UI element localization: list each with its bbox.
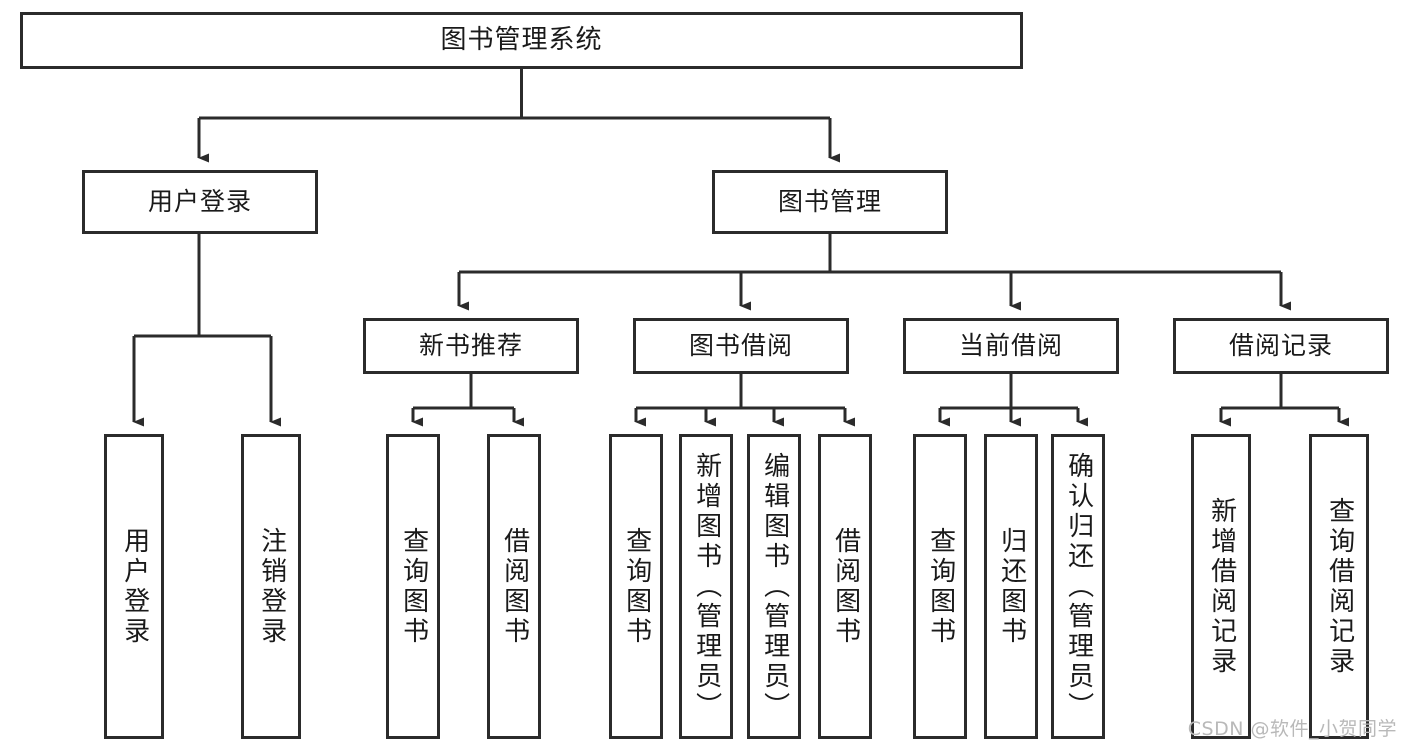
node-leaf-return-book[interactable]: 归还图书 (984, 434, 1038, 739)
node-book-manage-label: 图书管理 (777, 187, 882, 217)
node-book-manage[interactable]: 图书管理 (712, 170, 948, 234)
node-leaf-confirm-return[interactable]: 确认归还（管理员） (1051, 434, 1105, 739)
node-leaf-query-book-3[interactable]: 查询图书 (913, 434, 967, 739)
node-leaf-return-book-label: 归还图书 (996, 526, 1027, 647)
node-leaf-user-login-label: 用户登录 (119, 526, 150, 647)
node-leaf-add-record[interactable]: 新增借阅记录 (1191, 434, 1251, 739)
node-leaf-user-logout[interactable]: 注销登录 (241, 434, 301, 739)
node-leaf-confirm-return-label: 确认归还（管理员） (1063, 451, 1094, 722)
node-root-label: 图书管理系统 (440, 25, 603, 56)
node-book-borrow[interactable]: 图书借阅 (633, 318, 849, 374)
node-book-borrow-label: 图书借阅 (688, 331, 793, 361)
node-leaf-query-record-label: 查询借阅记录 (1324, 496, 1355, 677)
node-leaf-borrow-book-2[interactable]: 借阅图书 (818, 434, 872, 739)
node-leaf-query-book-3-label: 查询图书 (925, 526, 956, 647)
node-leaf-query-book-2-label: 查询图书 (621, 526, 652, 647)
node-borrow-record[interactable]: 借阅记录 (1173, 318, 1389, 374)
node-leaf-add-book-label: 新增图书（管理员） (691, 451, 722, 722)
node-leaf-query-book-1[interactable]: 查询图书 (386, 434, 440, 739)
node-user-login[interactable]: 用户登录 (82, 170, 318, 234)
node-leaf-borrow-book-2-label: 借阅图书 (830, 526, 861, 647)
node-user-login-label: 用户登录 (147, 187, 252, 217)
node-current-borrow-label: 当前借阅 (958, 331, 1063, 361)
node-leaf-query-book-1-label: 查询图书 (398, 526, 429, 647)
node-leaf-user-login[interactable]: 用户登录 (104, 434, 164, 739)
node-leaf-borrow-book-1[interactable]: 借阅图书 (487, 434, 541, 739)
node-root[interactable]: 图书管理系统 (20, 12, 1023, 69)
node-leaf-query-book-2[interactable]: 查询图书 (609, 434, 663, 739)
node-current-borrow[interactable]: 当前借阅 (903, 318, 1119, 374)
node-new-book-recommend[interactable]: 新书推荐 (363, 318, 579, 374)
node-leaf-borrow-book-1-label: 借阅图书 (499, 526, 530, 647)
node-leaf-user-logout-label: 注销登录 (256, 526, 287, 647)
node-new-book-recommend-label: 新书推荐 (418, 331, 523, 361)
node-leaf-edit-book-label: 编辑图书（管理员） (759, 451, 790, 722)
node-borrow-record-label: 借阅记录 (1228, 331, 1333, 361)
node-leaf-add-book[interactable]: 新增图书（管理员） (679, 434, 733, 739)
node-leaf-add-record-label: 新增借阅记录 (1206, 496, 1237, 677)
node-leaf-query-record[interactable]: 查询借阅记录 (1309, 434, 1369, 739)
node-leaf-edit-book[interactable]: 编辑图书（管理员） (747, 434, 801, 739)
csdn-watermark: CSDN @软件_小贺同学 (1187, 718, 1397, 740)
